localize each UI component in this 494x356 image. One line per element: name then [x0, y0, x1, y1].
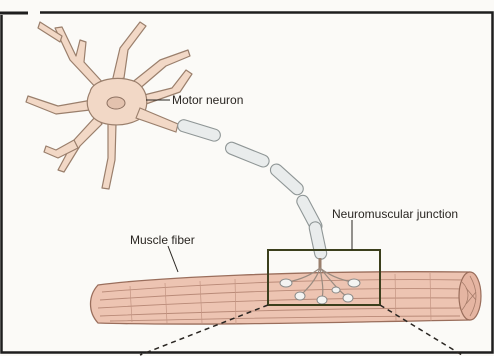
neuromuscular-junction-label: Neuromuscular junction	[332, 207, 458, 221]
muscle-fiber-leader	[168, 246, 178, 272]
motor-neuron	[26, 22, 360, 304]
axon-hillock	[136, 108, 178, 132]
muscle-fiber-label: Muscle fiber	[130, 233, 195, 247]
myelin-sheath	[176, 118, 328, 260]
neuron-nucleus	[107, 97, 125, 109]
muscle-fiber-end	[459, 272, 481, 320]
motor-neuron-label: Motor neuron	[172, 93, 243, 107]
